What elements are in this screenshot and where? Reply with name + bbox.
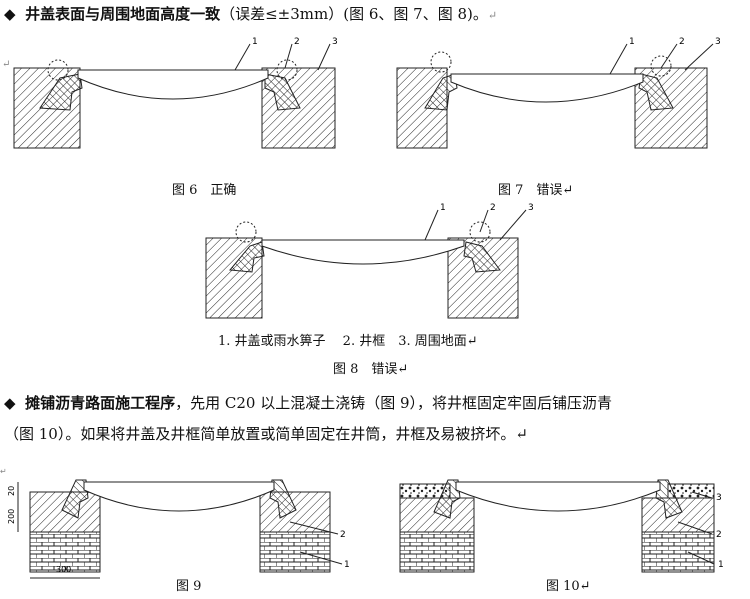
- fig7-label-2: 2: [679, 37, 685, 47]
- figure-9-caption: 图 9: [176, 579, 202, 594]
- fig9-dim-top: 20: [7, 486, 16, 496]
- paragraph-line1-text: ，先用 C20 以上混凝土浇铸（图 9），将井框固定牢固后铺压沥青: [175, 394, 613, 412]
- fig6-label-3: 3: [332, 37, 338, 47]
- figure-10-caption: 图 10↵: [546, 579, 591, 594]
- diamond-bullet-icon: ◆: [4, 5, 16, 23]
- figure-10-diagram: 3 2 1: [399, 479, 724, 573]
- diamond-bullet-icon: ◆: [4, 394, 16, 412]
- heading-rest-text: （误差≤±3mm）(图 6、图 7、图 8)。: [220, 5, 488, 23]
- fig8-label-1: 1: [440, 203, 446, 213]
- figure-8-diagram: 1 2 3: [205, 203, 534, 319]
- fig9-dim-bottom: 300: [56, 565, 71, 574]
- fig8-label-2: 2: [490, 203, 496, 213]
- fig9-label-1: 1: [344, 560, 350, 570]
- figure-legend: 1. 井盖或雨水箅子 2. 井框 3. 周围地面↵: [218, 334, 478, 349]
- fig6-label-1: 1: [252, 37, 258, 47]
- figure-9-diagram: ↵ 20 200 300 2 1: [0, 467, 350, 579]
- figure-7-caption: 图 7 错误↵: [498, 183, 574, 198]
- paragraph-mark: ↵: [487, 9, 498, 22]
- fig9-para-mark: ↵: [0, 467, 7, 476]
- paragraph-mark: ↵: [2, 59, 11, 70]
- paragraph-line2: （图 10）。如果将井盖及井框简单放置或简单固定在井筒，井框及易被挤坏。↵: [4, 425, 528, 443]
- fig10-label-3: 3: [716, 493, 722, 503]
- fig10-label-2: 2: [716, 530, 722, 540]
- fig10-label-1: 1: [718, 560, 724, 570]
- fig7-label-3: 3: [715, 37, 721, 47]
- fig6-label-2: 2: [294, 37, 300, 47]
- figure-7-diagram: 1 2 3: [396, 37, 721, 149]
- fig7-label-1: 1: [629, 37, 635, 47]
- figure-8-caption: 图 8 错误↵: [333, 362, 409, 377]
- heading-bold-text: 井盖表面与周围地面高度一致: [25, 5, 221, 23]
- figure-6-caption: 图 6 正确: [172, 183, 237, 198]
- fig9-dim-mid: 200: [7, 509, 16, 524]
- bullet-heading-1: ◆ 井盖表面与周围地面高度一致（误差≤±3mm）(图 6、图 7、图 8)。↵: [4, 4, 497, 26]
- paragraph-bold-text: 摊铺沥青路面施工程序: [25, 394, 176, 412]
- fig8-label-3: 3: [528, 203, 534, 213]
- fig6-left-frame: [39, 73, 83, 111]
- fig6-right-frame: [264, 73, 301, 111]
- fig9-label-2: 2: [340, 530, 346, 540]
- fig6-cover: [77, 69, 269, 100]
- bullet-paragraph-2: ◆ 摊铺沥青路面施工程序，先用 C20 以上混凝土浇铸（图 9），将井框固定牢固…: [4, 393, 612, 413]
- figure-6-diagram: 1 2 3: [13, 37, 338, 149]
